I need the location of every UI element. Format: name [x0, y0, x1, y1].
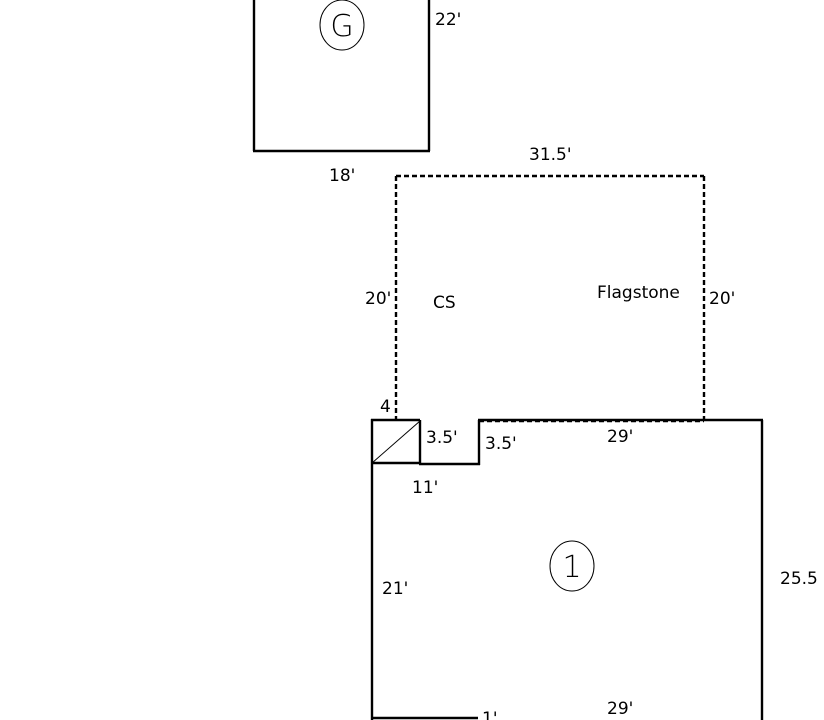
patio-right-dimension: 20' — [709, 289, 735, 309]
patio-label-cs: CS — [433, 293, 456, 313]
house-left-dimension: 21' — [382, 579, 408, 599]
garage-symbol: G — [330, 9, 353, 44]
garage-symbol-circle — [319, 0, 365, 51]
corner-box-diagonal — [371, 420, 421, 464]
notch-left-dimension: 3.5' — [426, 428, 458, 448]
patio-outline — [394, 174, 706, 423]
garage-side-dimension: 22' — [435, 10, 461, 30]
house-bottom-dimension: 29' — [607, 699, 633, 719]
house-outline — [370, 418, 764, 720]
house-top-dimension: 29' — [607, 427, 633, 447]
patio-label-flagstone: Flagstone — [597, 283, 680, 303]
patio-left-dimension: 20' — [365, 289, 391, 309]
house-bottom-left-dimension: 1' — [482, 709, 498, 720]
garage-bottom-dimension: 18' — [329, 166, 355, 186]
corner-dimension: 4 — [380, 397, 391, 417]
garage-outline — [252, 0, 431, 153]
patio-top-dimension: 31.5' — [529, 145, 572, 165]
notch-right-dimension: 3.5' — [485, 434, 517, 454]
house-symbol-circle — [549, 540, 595, 592]
house-right-dimension: 25.5 — [780, 569, 818, 589]
house-symbol: 1 — [562, 550, 581, 585]
notch-bottom-dimension: 11' — [412, 478, 438, 498]
